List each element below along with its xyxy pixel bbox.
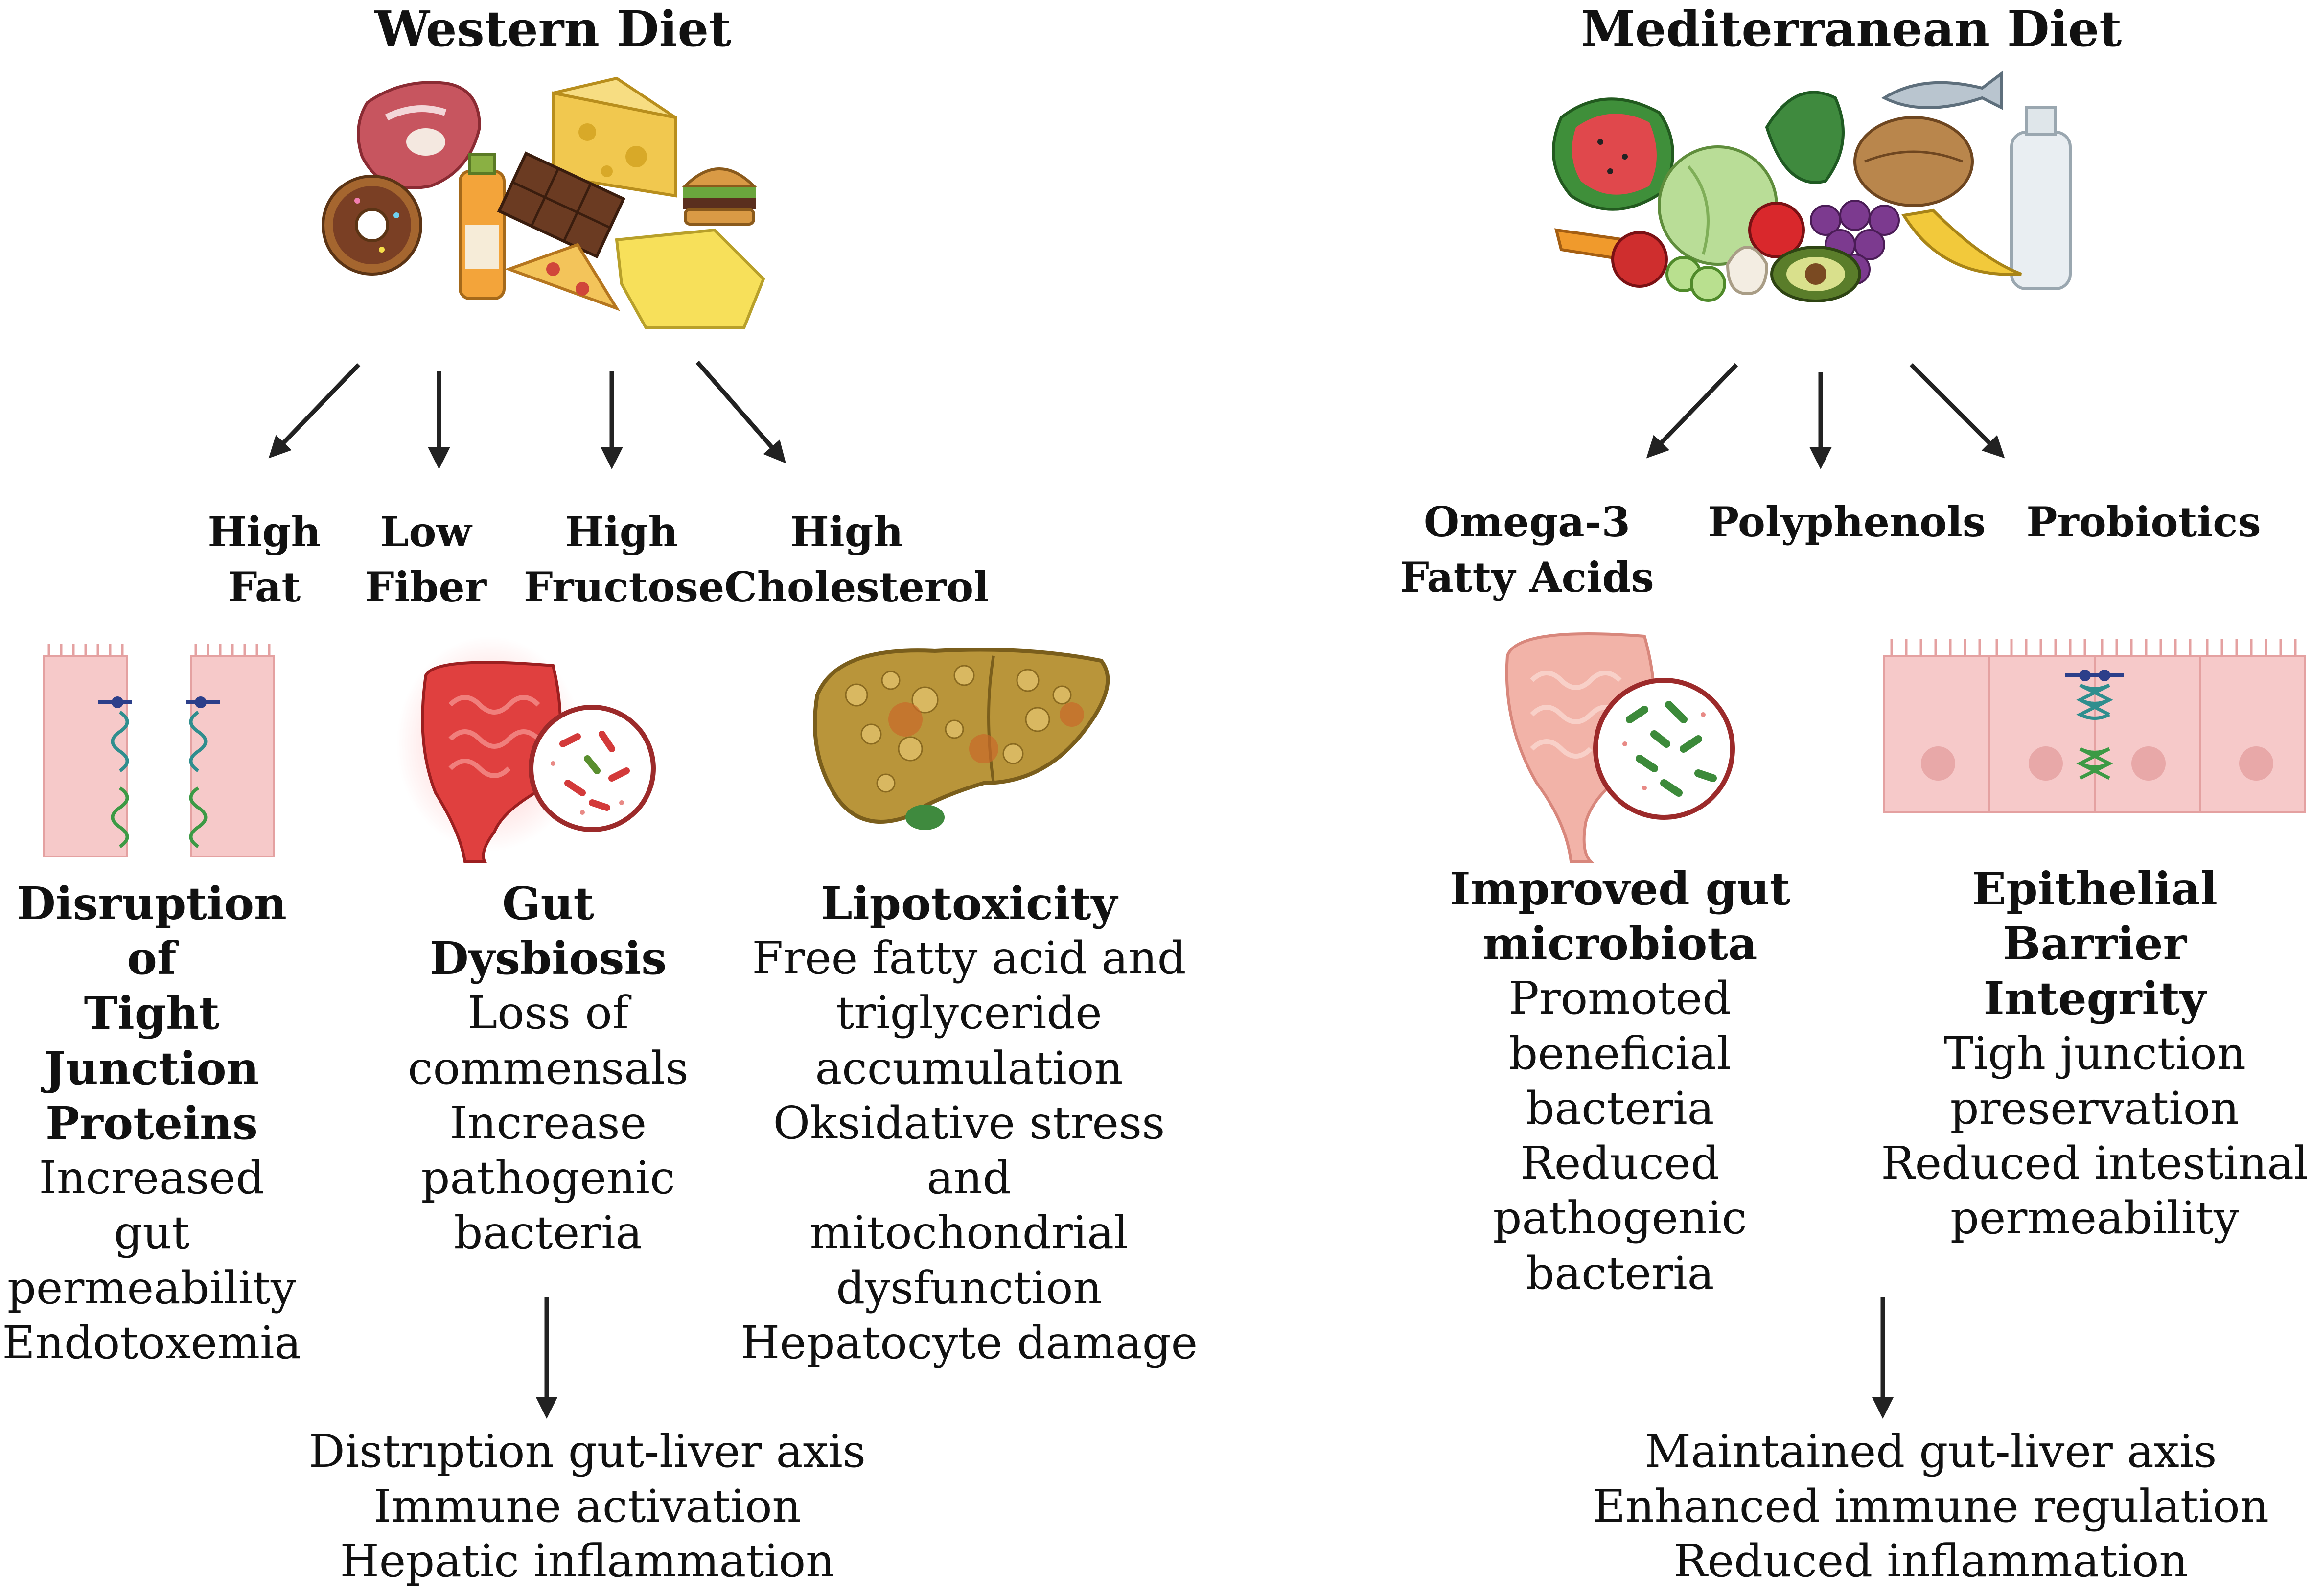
fatty-liver-icon [813,648,1110,830]
lipotoxicity-line-7: Hepatocyte damage [740,1316,1198,1369]
dysbiosis-block: Gut Dysbiosis Loss of commensals Increas… [392,876,705,1261]
mediterranean-outcome-line-2: Enhanced immune regulation [1593,1480,2269,1533]
barrier-heading-2: Integrity [1983,972,2206,1025]
mediterranean-food-icon [1552,70,2072,302]
western-outcome-block: Distrıption gut-liver axis Immune activa… [245,1424,930,1589]
mediterranean-outcome-block: Maintained gut-liver axis Enhanced immun… [1551,1424,2310,1589]
healthy-gut-icon [1505,632,1735,863]
microbiota-heading-1: Improved gut [1449,862,1791,915]
tight-junction-heading-1: Disruption of [17,877,287,985]
western-outcome-line-1: Distrıption gut-liver axis [308,1425,866,1478]
western-outcome-line-2: Immune activation [373,1480,801,1533]
tight-junction-line-1: Increased gut [39,1152,265,1259]
disrupted-junction-icon [43,644,275,857]
mediterranean-diet-title: Mediterranean Diet [1581,0,2122,58]
dysbiosis-heading-1: Gut [502,877,594,930]
inflamed-gut-icon [396,636,656,863]
western-diet-title: Western Diet [374,0,732,58]
category-polyphenols: Polyphenols [1708,498,1986,546]
category-probiotics: Probiotics [2026,498,2261,546]
mediterranean-outcome-line-3: Reduced inflammation [1673,1535,2188,1588]
lipotoxicity-line-1: Free fatty acid and [752,932,1186,985]
lipotoxicity-block: Lipotoxicity Free fatty acid and triglyc… [734,876,1204,1370]
arrow-high-cholesterol [695,361,786,463]
mediterranean-outcome-line-1: Maintained gut-liver axis [1644,1425,2217,1478]
microbiota-line-2: beneficial [1509,1027,1731,1080]
lipotoxicity-line-5: mitochondrial [809,1206,1129,1259]
dysbiosis-line-2: commensals [408,1041,689,1094]
arrow-omega3 [1646,363,1738,459]
tight-junction-line-2: permeability [7,1261,296,1314]
barrier-line-3: Reduced intestinal [1881,1137,2309,1190]
western-outcome-line-3: Hepatic inflammation [340,1535,835,1588]
dysbiosis-line-1: Loss of [467,987,629,1040]
barrier-line-4: permeability [1950,1192,2239,1245]
microbiota-line-3: bacteria [1526,1082,1714,1134]
dysbiosis-line-3: Increase [449,1096,647,1149]
barrier-line-1: Tigh junction [1943,1027,2246,1080]
microbiota-line-4: Reduced [1520,1137,1720,1190]
barrier-heading-1: Epithelial Barrier [1972,862,2218,971]
tight-junction-block: Disruption of Tight Junction Proteins In… [0,876,303,1370]
lipotoxicity-heading: Lipotoxicity [821,877,1117,930]
western-food-icon [322,76,765,329]
tight-junction-heading-2: Tight Junction [44,987,259,1095]
lipotoxicity-line-2: triglyceride [836,987,1102,1040]
arrow-high-fat [268,363,361,459]
lipotoxicity-line-6: dysfunction [836,1261,1102,1314]
barrier-line-2: preservation [1950,1082,2240,1134]
barrier-block: Epithelial Barrier Integrity Tigh juncti… [1879,861,2310,1246]
microbiota-line-5: pathogenic [1493,1192,1747,1245]
microbiota-line-6: bacteria [1526,1247,1714,1299]
dysbiosis-line-5: bacteria [454,1206,643,1259]
lipotoxicity-line-4: Oksidative stress and [773,1096,1165,1204]
microbiota-line-1: Promoted [1508,972,1732,1025]
microbiota-block: Improved gut microbiota Promoted benefic… [1429,861,1811,1301]
dysbiosis-heading-2: Dysbiosis [429,932,667,985]
tight-junction-heading-3: Proteins [46,1096,258,1150]
microbiota-heading-2: microbiota [1482,917,1757,971]
arrow-probiotics [1909,363,2005,459]
lipotoxicity-line-3: accumulation [815,1041,1123,1094]
tight-junction-line-3: Endotoxemia [2,1316,301,1369]
intact-epithelium-icon [1883,639,2306,813]
dysbiosis-line-4: pathogenic [421,1152,675,1204]
